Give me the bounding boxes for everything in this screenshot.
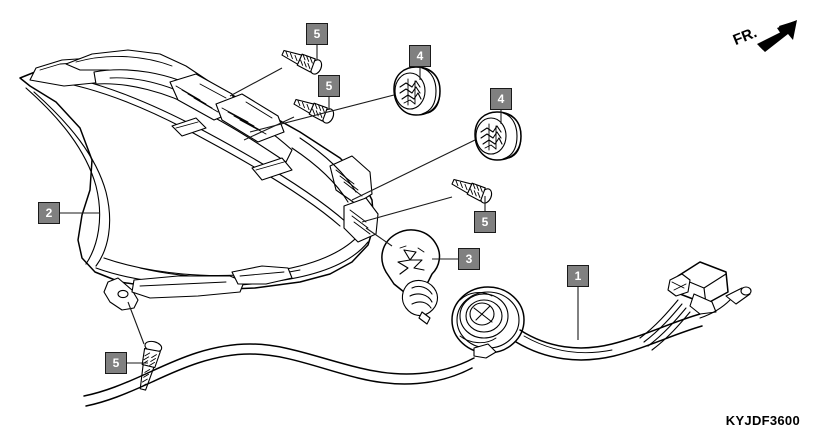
grommet-cap-upper: [393, 66, 441, 116]
harness-connector-block: [667, 261, 729, 315]
grommet-cap-lower: [474, 111, 522, 161]
arrow-up-right-icon: [757, 20, 797, 52]
headlight-housing-art: [19, 49, 379, 311]
screw-upper-2: [293, 98, 335, 124]
callout-5-top[interactable]: 5: [306, 23, 328, 45]
callout-5-mid-right[interactable]: 5: [474, 211, 496, 233]
screw-upper-1: [281, 49, 323, 75]
callout-5-bottom[interactable]: 5: [105, 352, 127, 374]
callout-4-lower[interactable]: 4: [490, 88, 512, 110]
callout-5-second[interactable]: 5: [318, 75, 340, 97]
housing-mounting-bracket: [103, 265, 293, 311]
callout-3-bulb[interactable]: 3: [458, 248, 480, 270]
screw-mid-right: [451, 178, 493, 204]
front-direction-indicator: FR.: [731, 12, 805, 56]
wire-harness-art: [83, 261, 752, 407]
callout-1-harness[interactable]: 1: [567, 265, 589, 287]
leader-lines: [60, 45, 579, 364]
harness-socket-ring: [451, 286, 525, 359]
callout-4-upper[interactable]: 4: [409, 45, 431, 67]
callout-2-housing[interactable]: 2: [38, 202, 60, 224]
housing-boss-right: [329, 155, 373, 205]
part-number-label: KYJDF3600: [725, 413, 800, 428]
bulb-art: [381, 229, 441, 325]
